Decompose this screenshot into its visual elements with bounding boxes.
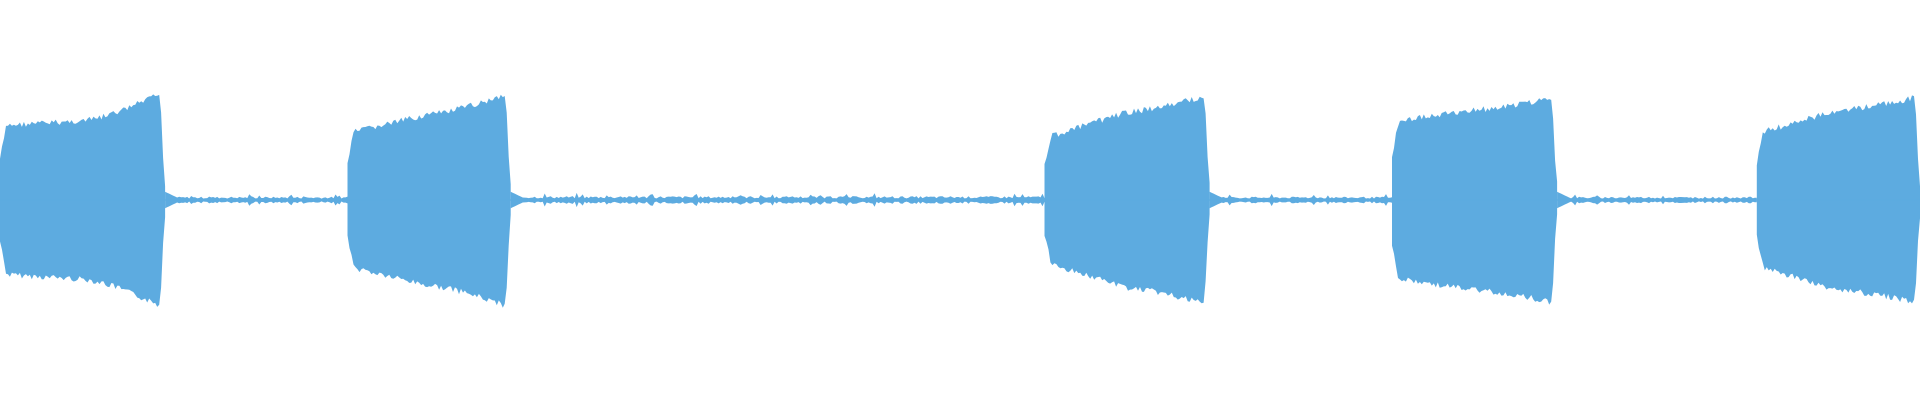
burst-4 — [1392, 98, 1558, 305]
burst-1 — [0, 94, 166, 307]
burst-2 — [347, 94, 511, 308]
waveform-shapes — [0, 94, 1920, 308]
